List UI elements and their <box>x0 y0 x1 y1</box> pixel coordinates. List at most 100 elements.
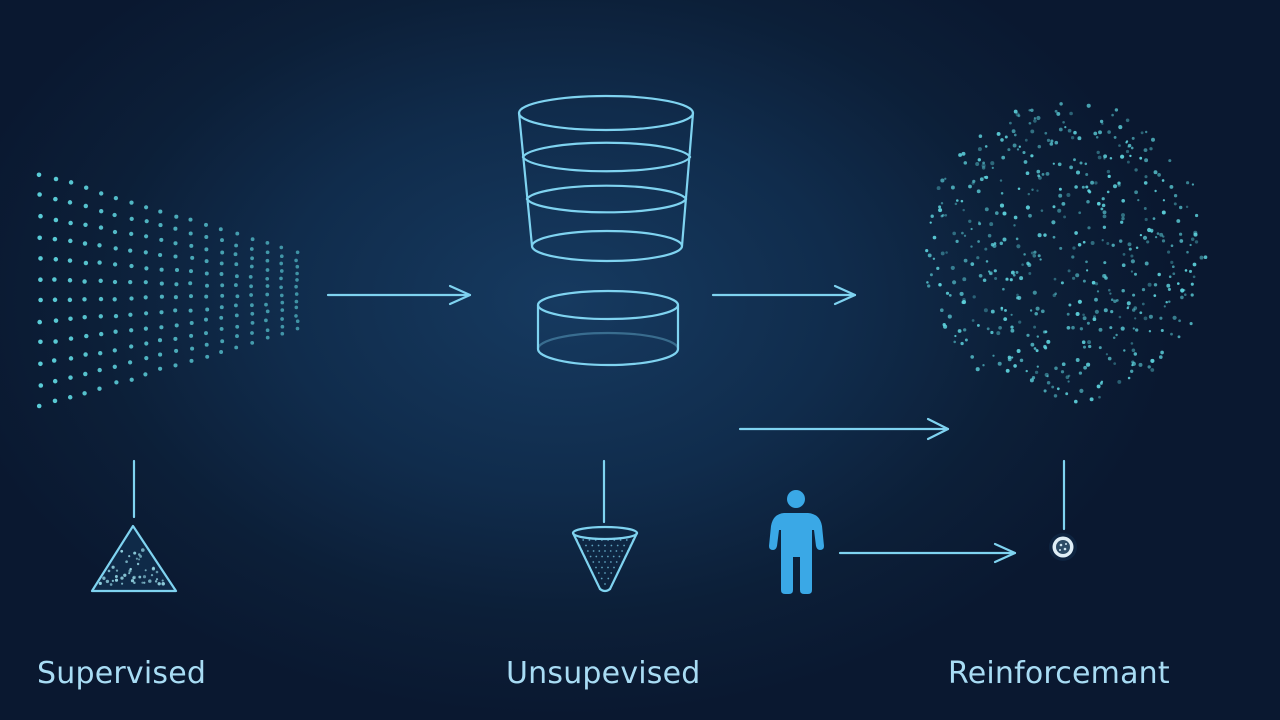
triangle-dot <box>132 576 135 580</box>
funnel-mesh-dot <box>624 555 627 558</box>
cloud-dot <box>1036 115 1041 121</box>
cloud-dot <box>1143 316 1148 321</box>
cloud-dot <box>1026 333 1030 337</box>
cloud-dot <box>992 243 997 248</box>
triangle-dot <box>136 562 140 566</box>
cloud-dot <box>950 185 955 190</box>
cloud-dot <box>1086 200 1090 204</box>
cloud-dot <box>1037 144 1042 149</box>
cloud-dot <box>1083 365 1087 370</box>
fan-dot <box>235 324 240 329</box>
cloud-dot <box>954 334 957 338</box>
cloud-dot <box>1110 310 1114 314</box>
cloud-dot <box>1194 240 1199 244</box>
cloud-dot <box>1067 128 1072 133</box>
cloud-dot <box>1103 308 1108 313</box>
fan-dot <box>279 254 284 259</box>
cloud-dot <box>963 161 968 165</box>
cloud-dot <box>1111 243 1115 247</box>
fan-dot <box>188 294 194 299</box>
cloud-dot <box>1010 356 1014 359</box>
cloud-dot <box>1028 109 1031 112</box>
fan-dot <box>158 252 163 258</box>
cloud-dot <box>1071 276 1076 280</box>
cloud-dot <box>1084 162 1088 166</box>
funnel-mesh-dot <box>591 544 594 547</box>
cloud-dot <box>1067 374 1071 378</box>
cloud-dot <box>960 199 964 203</box>
fan-dot <box>53 257 59 262</box>
cloud-dot <box>981 166 986 170</box>
cloud-dot <box>1057 162 1062 167</box>
fan-dot <box>83 203 89 209</box>
fan-dot <box>112 212 117 218</box>
triangle-dot <box>135 557 138 560</box>
cloud-dot <box>1099 119 1104 124</box>
cloud-dot <box>1021 263 1024 266</box>
cloud-dot <box>1097 155 1102 160</box>
cloud-dot <box>1010 328 1015 333</box>
cloud-dot <box>1059 102 1063 106</box>
cloud-dot <box>1152 217 1156 220</box>
cloud-dot <box>1151 137 1155 142</box>
cloud-dot <box>1081 340 1086 345</box>
cloud-dot <box>1025 171 1030 176</box>
cloud-dot <box>1028 121 1032 125</box>
cloud-dot <box>1191 183 1195 186</box>
fan-dot <box>144 341 149 346</box>
fan-dot <box>159 237 164 242</box>
fan-dot <box>188 308 193 313</box>
funnel-mesh-dot <box>597 572 600 574</box>
cloud-dot <box>1103 157 1106 160</box>
funnel-mesh-dot <box>604 550 606 552</box>
cloud-dot <box>1178 205 1183 210</box>
cloud-dot <box>1036 169 1041 174</box>
cloud-dot <box>1118 125 1123 130</box>
triangle-dot <box>161 582 165 586</box>
funnel-mesh-dot <box>632 539 634 541</box>
fan-dot <box>83 352 88 357</box>
triangle-dot <box>125 560 128 564</box>
triangle-dot <box>120 576 124 580</box>
fan-dot <box>294 284 298 289</box>
cloud-dot <box>1172 272 1176 276</box>
funnel-icon <box>571 525 639 593</box>
fan-dot <box>144 311 149 316</box>
cloud-dot <box>1126 160 1130 164</box>
cloud-dot <box>1131 348 1136 353</box>
funnel-mesh-dot <box>585 544 587 547</box>
cloud-dot <box>1150 358 1155 363</box>
cloud-dot <box>990 330 994 335</box>
cloud-dot <box>1010 270 1015 275</box>
cloud-dot <box>1036 365 1039 368</box>
triangle-dot <box>128 569 132 573</box>
cloud-dot <box>999 179 1003 182</box>
cloud-dot <box>1114 108 1119 112</box>
cloud-dot <box>1142 235 1148 240</box>
cloud-dot <box>1107 174 1111 179</box>
fan-dot <box>250 311 255 316</box>
fan-dot <box>265 268 270 272</box>
cloud-dot <box>1101 203 1106 208</box>
cloud-dot <box>1178 319 1181 323</box>
cloud-dot <box>942 322 946 327</box>
cloud-dot <box>1130 369 1134 373</box>
cloud-dot <box>1180 288 1185 293</box>
cloud-dot <box>978 134 983 138</box>
fan-dot <box>36 403 42 409</box>
fan-dot <box>294 292 299 296</box>
cloud-dot <box>1193 230 1198 235</box>
cloud-dot <box>1002 211 1007 216</box>
fan-dot <box>38 256 43 261</box>
cloud-dot <box>1026 261 1030 266</box>
funnel-mesh-dot <box>616 572 619 574</box>
cloud-dot <box>1098 395 1101 399</box>
cloud-dot <box>1120 154 1125 159</box>
cloud-dot <box>959 291 964 296</box>
cloud-dot <box>1067 269 1071 273</box>
fan-dot <box>205 354 210 359</box>
cloud-dot <box>1134 317 1137 320</box>
fan-dot <box>129 377 134 382</box>
cloud-dot <box>932 235 937 240</box>
fan-dot <box>234 274 239 279</box>
